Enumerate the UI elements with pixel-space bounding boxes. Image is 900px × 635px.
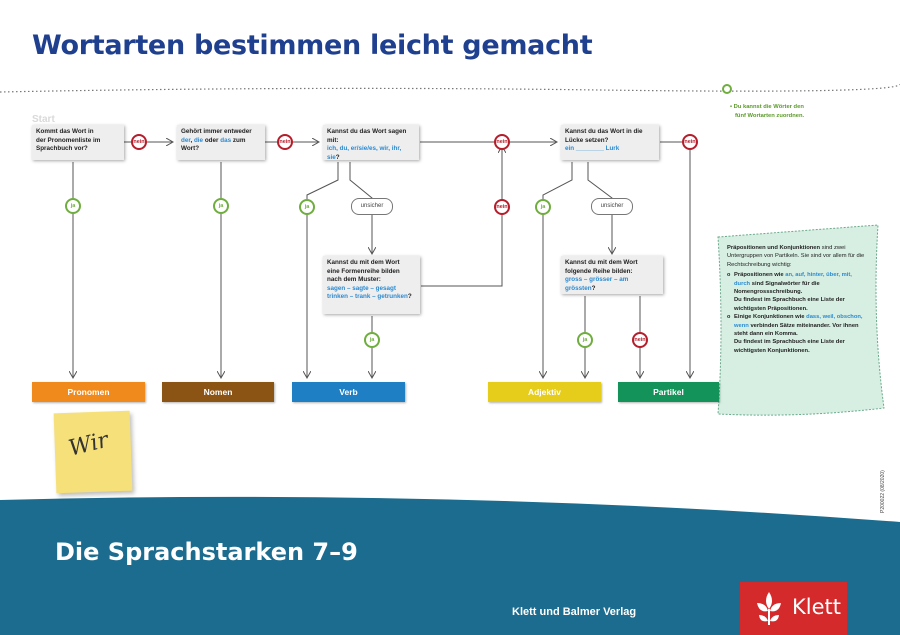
nein-badge: nein [494, 199, 510, 215]
green-marker-icon [722, 84, 732, 94]
question-pronomen: Kommt das Wort in der Pronomenliste im S… [32, 125, 124, 160]
unsicher-badge: unsicher [351, 198, 393, 215]
nein-badge: nein [494, 134, 510, 150]
question-verb: Kannst du das Wort sagen mit: ich, du, e… [323, 125, 419, 161]
unsicher-badge: unsicher [591, 198, 633, 215]
category-partikel: Partikel [618, 382, 719, 402]
ja-badge: ja [535, 199, 551, 215]
question-steigerung: Kannst du mit dem Wort folgende Reihe bi… [561, 256, 663, 294]
ja-badge: ja [213, 198, 229, 214]
question-formenreihe: Kannst du mit dem Wort eine Formenreihe … [323, 256, 420, 314]
nein-badge: nein [131, 134, 147, 150]
sticky-word: Wir [66, 427, 111, 462]
ja-badge: ja [577, 332, 593, 348]
ja-badge: ja [299, 199, 315, 215]
question-nomen: Gehört immer entweder der, die oder das … [177, 125, 265, 160]
ja-badge: ja [65, 198, 81, 214]
category-nomen: Nomen [162, 382, 274, 402]
start-label: Start [32, 114, 55, 125]
category-pronomen: Pronomen [32, 382, 145, 402]
category-adjektiv: Adjektiv [488, 382, 601, 402]
klett-logo: Klett [740, 582, 847, 635]
product-code: P200022 (08/2020) [880, 470, 886, 513]
nein-badge: nein [277, 134, 293, 150]
publisher-name: Klett und Balmer Verlag [512, 606, 637, 618]
nein-badge: nein [632, 332, 648, 348]
ja-badge: ja [364, 332, 380, 348]
klett-logo-text: Klett [792, 595, 841, 619]
dotted-divider [0, 83, 900, 93]
klett-leaf-icon [757, 592, 781, 625]
green-note: • Du kannst die Wörter den fünf Wortarte… [730, 104, 805, 119]
bottom-band [0, 496, 900, 635]
category-verb: Verb [292, 382, 405, 402]
series-title: Die Sprachstarken 7–9 [55, 538, 358, 566]
side-note: Präpositionen und Konjunktionen sind zwe… [727, 244, 867, 355]
nein-badge: nein [682, 134, 698, 150]
question-adjektiv: Kannst du das Wort in die Lücke setzen? … [561, 125, 659, 160]
sticky-note: Wir [53, 410, 133, 494]
page-title: Wortarten bestimmen leicht gemacht [32, 30, 593, 61]
